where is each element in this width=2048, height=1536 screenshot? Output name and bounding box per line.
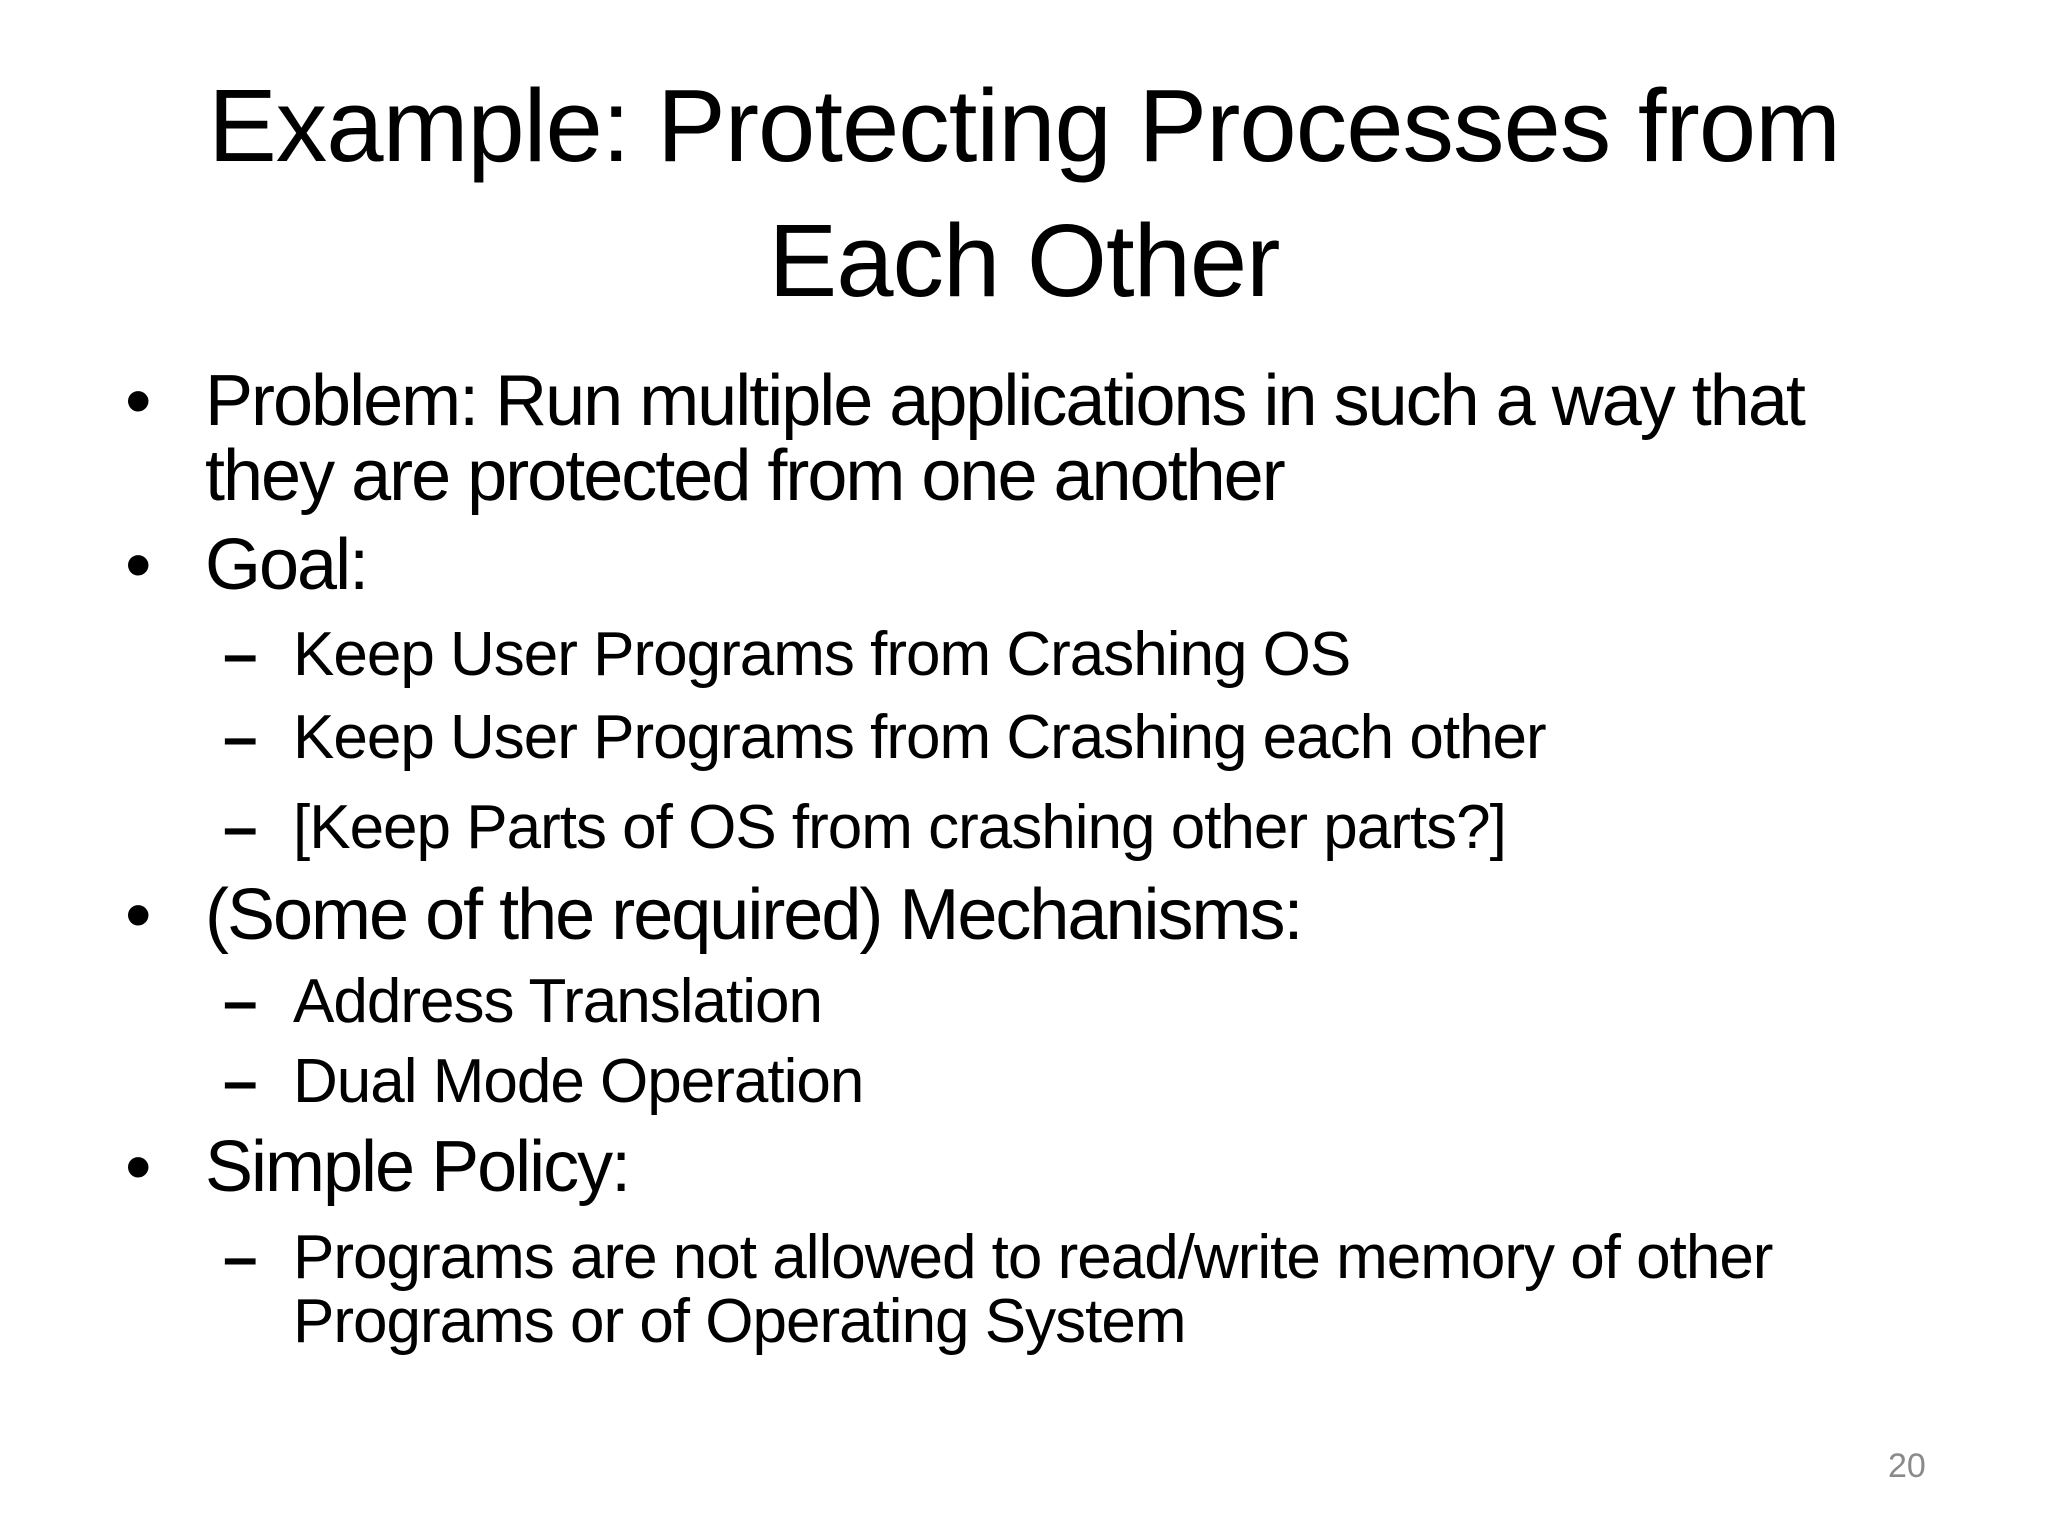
bullet-icon: • <box>125 523 152 607</box>
sub-bullet-text-line: Keep User Programs from Crashing OS <box>293 620 1351 689</box>
sub-bullet-text-line: Programs or of Operating System <box>293 1287 1186 1356</box>
bullet-item-mechanisms: • (Some of the required) Mechanisms: <box>0 873 2048 957</box>
dash-icon: – <box>223 967 258 1036</box>
bullet-text-line: Goal: <box>205 525 369 605</box>
sub-bullet-item: – Programs are not allowed to read/write… <box>0 1226 2048 1354</box>
page-number: 20 <box>1888 1447 1926 1485</box>
bullet-text-line: (Some of the required) Mechanisms: <box>205 875 1303 955</box>
bullet-icon: • <box>125 873 152 957</box>
slide-title-line: Each Other <box>768 203 1281 318</box>
slide-title-line: Example: Protecting Processes from <box>208 68 1841 183</box>
sub-bullet-text-line: Dual Mode Operation <box>293 1047 864 1116</box>
sub-bullet-item: – [Keep Parts of OS from crashing other … <box>0 796 2048 860</box>
bullet-item-goal: • Goal: <box>0 523 2048 607</box>
sub-bullet-item: – Keep User Programs from Crashing OS <box>0 623 2048 687</box>
bullet-icon: • <box>125 1125 152 1209</box>
sub-bullet-item: – Dual Mode Operation <box>0 1050 2048 1114</box>
bullet-item-simple-policy: • Simple Policy: <box>0 1125 2048 1209</box>
bullet-icon: • <box>125 359 152 443</box>
sub-bullet-item: – Address Translation <box>0 970 2048 1034</box>
sub-bullet-item: – Keep User Programs from Crashing each … <box>0 706 2048 770</box>
bullet-item-problem: • Problem: Run multiple applications in … <box>0 359 2048 516</box>
bullet-text-line: they are protected from one another <box>205 436 1286 516</box>
dash-icon: – <box>223 1047 258 1116</box>
bullet-text-line: Problem: Run multiple applications in su… <box>205 361 1806 441</box>
sub-bullet-text-line: [Keep Parts of OS from crashing other pa… <box>293 793 1507 862</box>
slide-body: • Problem: Run multiple applications in … <box>0 359 2048 1354</box>
dash-icon: – <box>223 703 258 772</box>
sub-bullet-text-line: Address Translation <box>293 967 823 1036</box>
dash-icon: – <box>223 1223 258 1292</box>
dash-icon: – <box>223 620 258 689</box>
bullet-text-line: Simple Policy: <box>205 1127 631 1207</box>
sub-bullet-text-line: Keep User Programs from Crashing each ot… <box>293 703 1547 772</box>
slide-title: Example: Protecting Processes from Each … <box>0 58 2048 328</box>
dash-icon: – <box>223 793 258 862</box>
sub-bullet-text-line: Programs are not allowed to read/write m… <box>293 1223 1773 1292</box>
